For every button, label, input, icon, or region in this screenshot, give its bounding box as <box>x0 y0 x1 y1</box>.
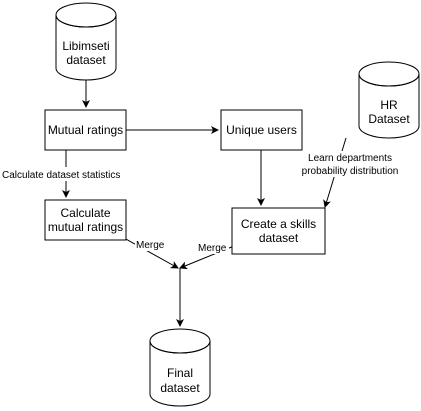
node-mutual-ratings-label: Mutual ratings <box>48 123 123 137</box>
node-hr-line1: HR <box>380 98 398 112</box>
edge-label-calc-stats: Calculate dataset statistics <box>2 170 120 181</box>
edge-label-learn-line2: probability distribution <box>302 166 399 177</box>
node-final-dataset: Final dataset <box>149 328 211 407</box>
node-skills-line2: dataset <box>259 231 299 245</box>
edge-label-merge-left: Merge <box>136 240 165 251</box>
node-skills-line1: Create a skills <box>241 217 316 231</box>
node-final-line1: Final <box>167 366 193 380</box>
cylinder-rim <box>358 73 420 87</box>
edge-calc-to-merge <box>123 237 179 269</box>
node-calc-line2: mutual ratings <box>48 220 123 234</box>
cylinder-body <box>358 74 420 139</box>
node-create-skills-dataset: Create a skills dataset <box>231 207 326 255</box>
node-unique-users: Unique users <box>220 109 303 151</box>
cylinder-body <box>149 341 211 407</box>
cylinder-rim <box>149 340 211 354</box>
cylinder-body <box>55 15 117 81</box>
edge-labels: Calculate dataset statistics Learn depar… <box>0 151 404 254</box>
edge-label-learn-line1: Learn departments <box>308 153 392 164</box>
node-libimseti-dataset: Libimseti dataset <box>55 2 117 81</box>
node-libimseti-line1: Libimseti <box>62 39 109 53</box>
node-calculate-mutual-ratings: Calculate mutual ratings <box>44 199 127 241</box>
node-calc-line1: Calculate <box>60 206 110 220</box>
node-hr-line2: Dataset <box>368 112 410 126</box>
edge-label-merge-right: Merge <box>198 243 227 254</box>
node-libimseti-line2: dataset <box>66 53 106 67</box>
node-mutual-ratings: Mutual ratings <box>44 109 127 151</box>
cylinder-rim <box>55 14 117 28</box>
node-hr-dataset: HR Dataset <box>358 61 420 139</box>
node-final-line2: dataset <box>160 381 200 395</box>
node-unique-users-label: Unique users <box>226 123 297 137</box>
